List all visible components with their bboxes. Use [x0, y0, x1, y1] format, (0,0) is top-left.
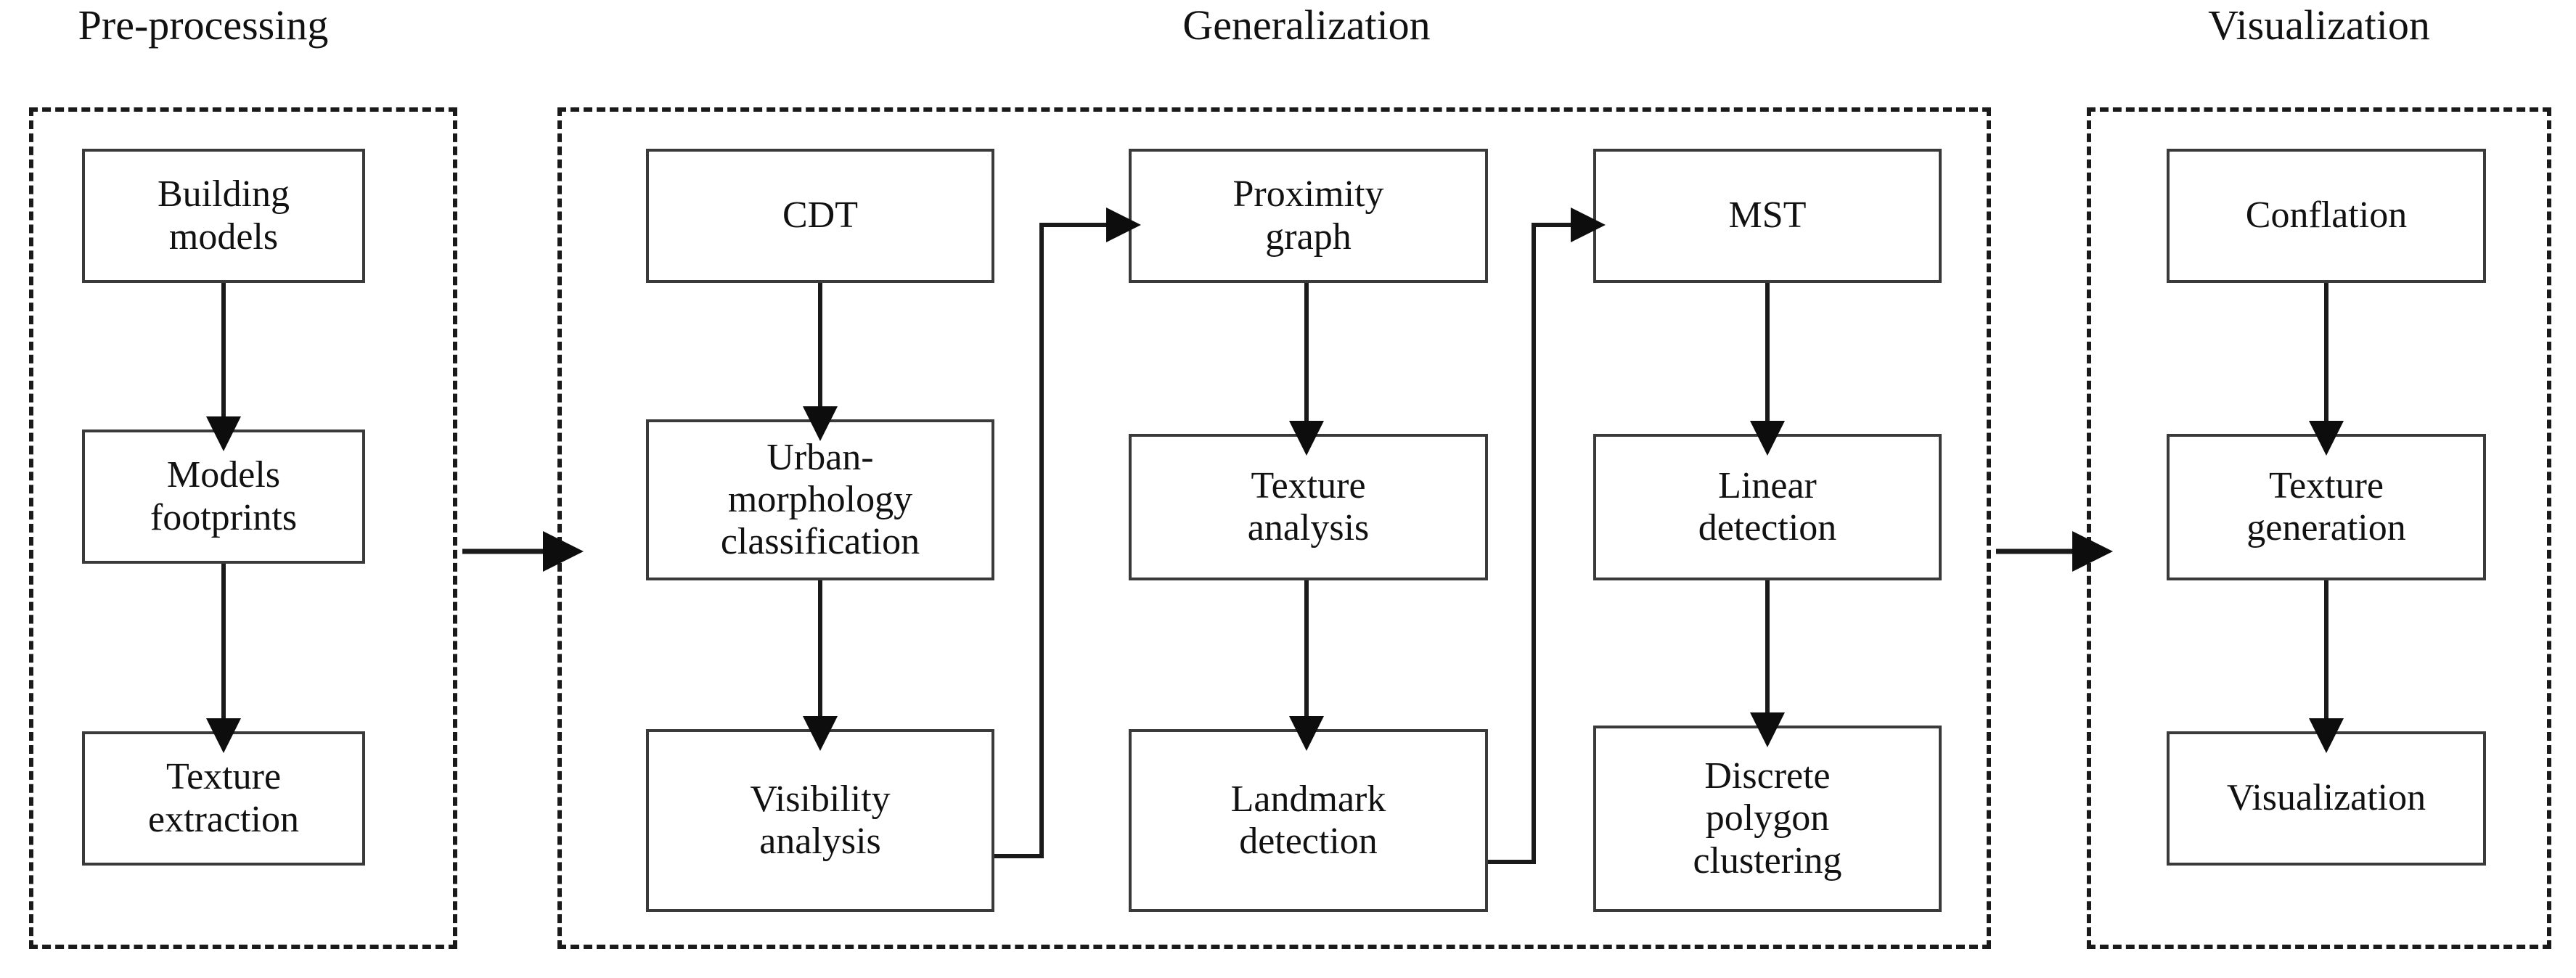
node-line: Texture: [2268, 464, 2384, 506]
node-line: analysis: [1247, 507, 1370, 548]
node-linear-detection[interactable]: Linear detection: [1593, 434, 1942, 580]
node-line: polygon: [1705, 797, 1830, 839]
stage-title-pre-processing: Pre-processing: [78, 1, 329, 49]
node-texture-extraction[interactable]: Texture extraction: [82, 731, 365, 866]
node-urban-morphology-classification[interactable]: Urban- morphology classification: [646, 419, 994, 580]
node-line: Visualization: [2226, 777, 2426, 819]
stage-title-visualization: Visualization: [2208, 1, 2430, 49]
node-landmark-detection[interactable]: Landmark detection: [1129, 729, 1488, 912]
node-models-footprints[interactable]: Models footprints: [82, 430, 365, 564]
node-line: classification: [720, 521, 920, 563]
node-line: extraction: [148, 798, 299, 840]
node-line: Urban-: [766, 436, 874, 478]
node-line: MST: [1728, 194, 1807, 237]
node-line: Conflation: [2245, 194, 2408, 237]
stage-title-generalization: Generalization: [1182, 1, 1431, 49]
node-line: Visibility: [750, 778, 891, 820]
node-line: Proximity: [1232, 173, 1384, 215]
node-line: models: [168, 215, 279, 258]
node-building-models[interactable]: Building models: [82, 149, 365, 283]
node-line: detection: [1239, 821, 1378, 862]
node-visibility-analysis[interactable]: Visibility analysis: [646, 729, 994, 912]
node-texture-generation[interactable]: Texture generation: [2167, 434, 2486, 580]
node-cdt[interactable]: CDT: [646, 149, 994, 283]
node-mst[interactable]: MST: [1593, 149, 1942, 283]
node-line: morphology: [727, 478, 913, 520]
node-line: Landmark: [1230, 778, 1386, 820]
stage-container-generalization: [557, 107, 1991, 949]
stage-container-pre-processing: [29, 107, 457, 949]
node-line: Texture: [165, 756, 282, 798]
node-visualization[interactable]: Visualization: [2167, 731, 2486, 866]
node-line: Building: [157, 173, 290, 215]
node-line: detection: [1698, 507, 1837, 548]
node-line: generation: [2246, 507, 2406, 548]
node-line: clustering: [1693, 839, 1842, 882]
node-line: CDT: [782, 194, 858, 237]
node-line: graph: [1265, 215, 1352, 258]
node-line: Models: [167, 454, 280, 496]
node-conflation[interactable]: Conflation: [2167, 149, 2486, 283]
node-line: Discrete: [1704, 755, 1831, 797]
node-texture-analysis[interactable]: Texture analysis: [1129, 434, 1488, 580]
node-line: footprints: [150, 496, 298, 538]
node-line: analysis: [759, 821, 881, 862]
node-line: Texture: [1251, 464, 1366, 506]
node-discrete-polygon-clustering[interactable]: Discrete polygon clustering: [1593, 726, 1942, 912]
stage-container-visualization: [2087, 107, 2551, 949]
node-line: Linear: [1718, 464, 1817, 506]
node-proximity-graph[interactable]: Proximity graph: [1129, 149, 1488, 283]
